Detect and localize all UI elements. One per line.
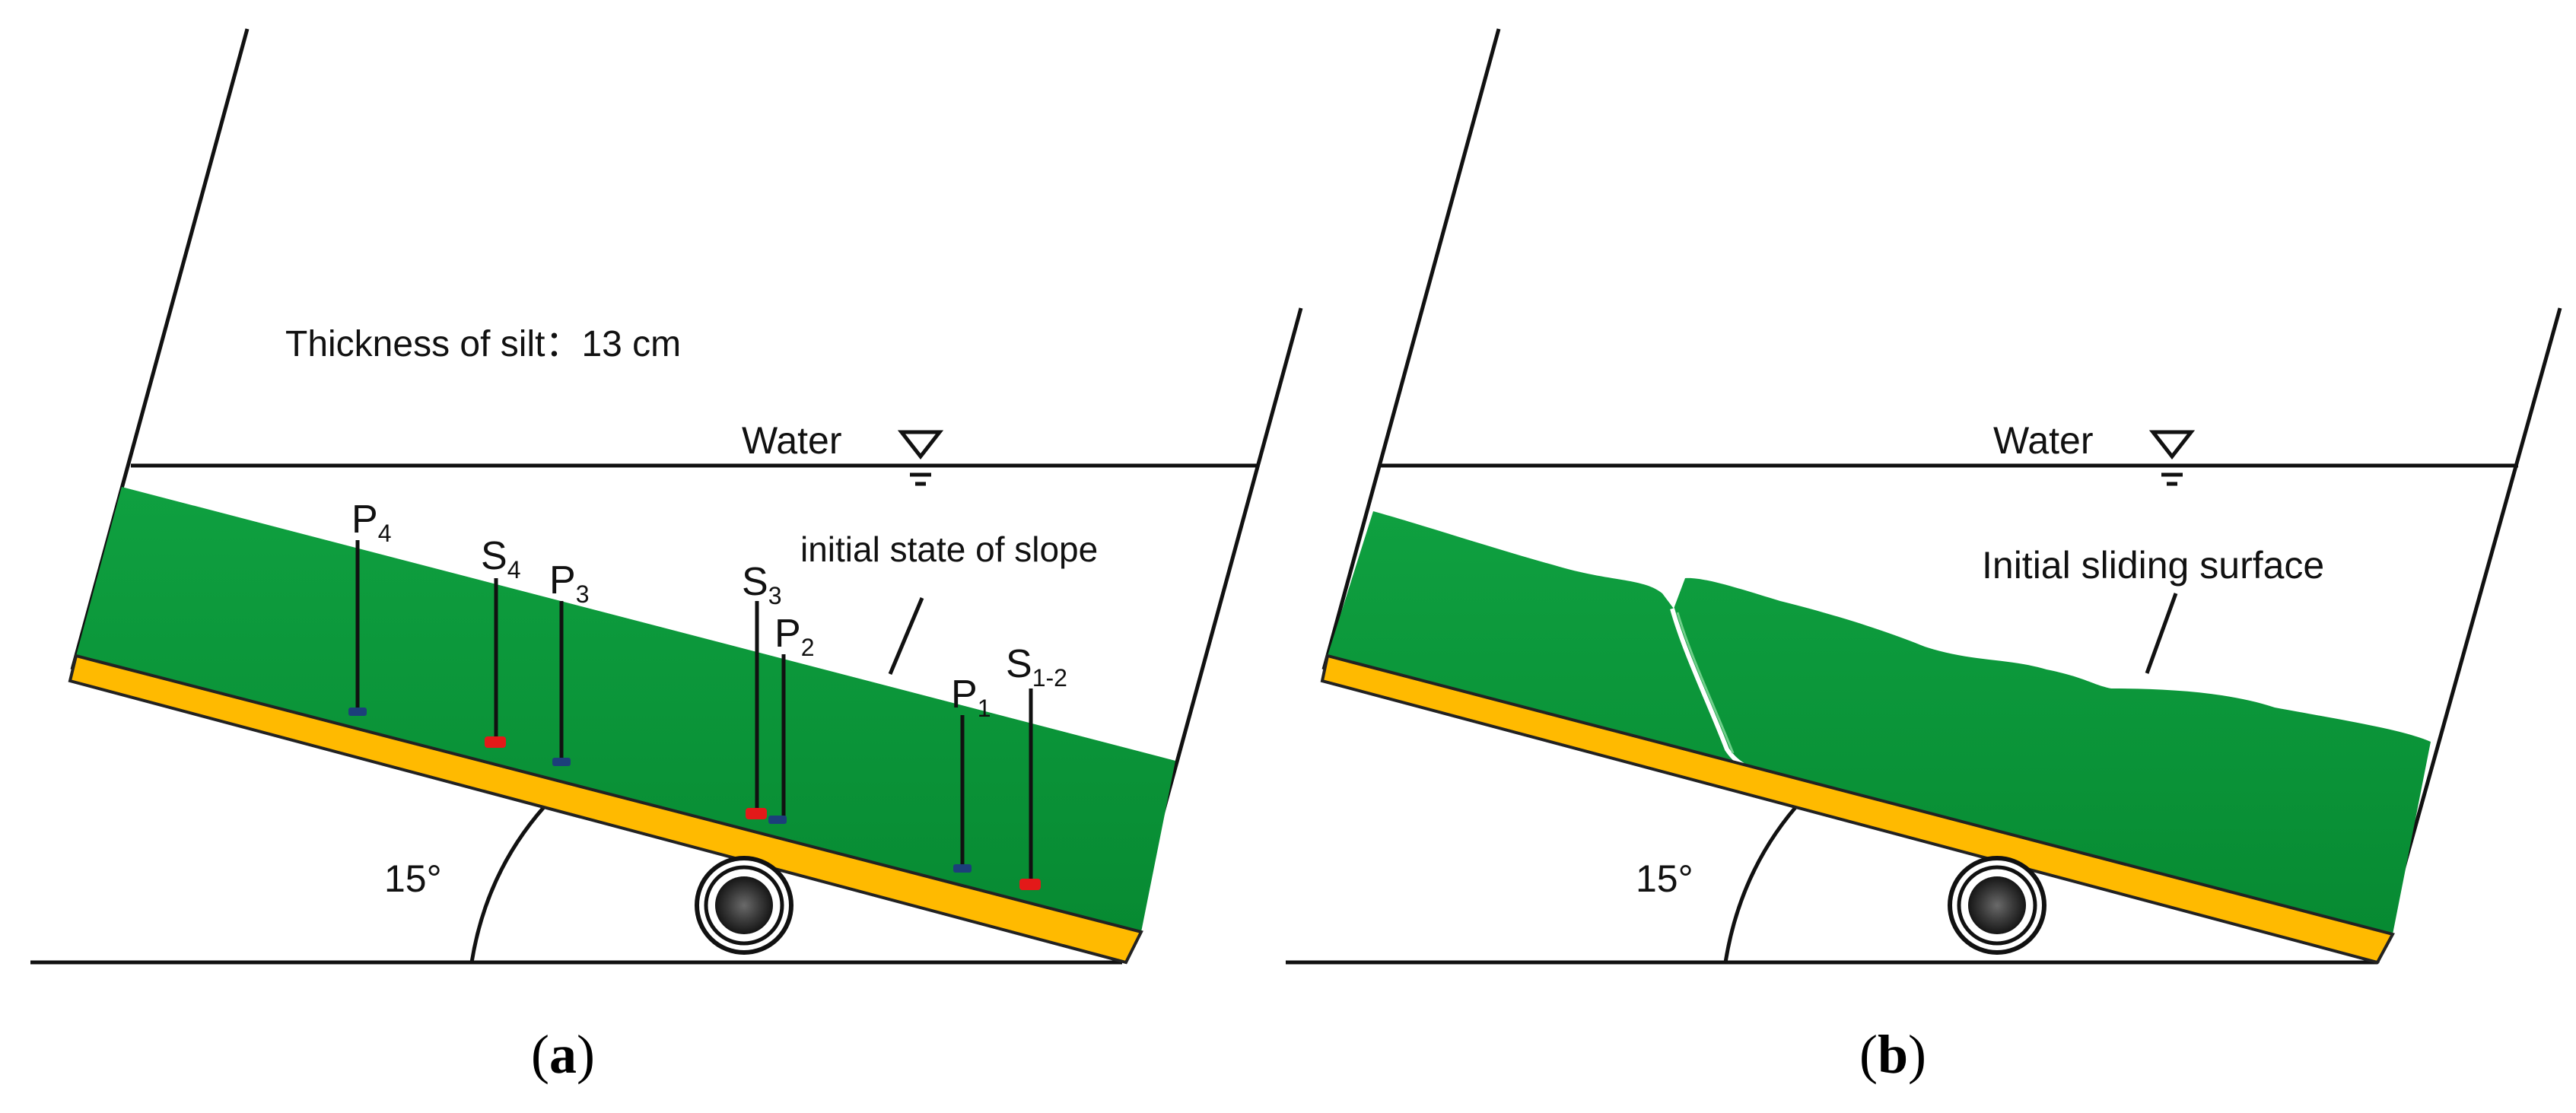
roller-wheel-icon-b [1948, 856, 2046, 955]
angle-label-a: 15° [384, 857, 442, 900]
water-label-b: Water [1993, 419, 2094, 462]
surface-label-leader [2145, 593, 2178, 674]
roller-wheel-icon [695, 856, 793, 955]
sensor-label-s4: S4 [481, 534, 520, 584]
sensor-s3 [746, 601, 767, 819]
angle-label-b: 15° [1636, 857, 1693, 900]
caption-a: (a) [531, 1024, 595, 1085]
slope-state-label: initial state of slope [800, 529, 1098, 569]
base-plate-b [1320, 653, 2395, 965]
water-level-triangle-icon-b [2148, 430, 2196, 486]
soil-layer-b [1328, 511, 2431, 934]
panel-a: P4 S4 P3 S3 P2 P1 S1-2 Thickness of silt… [30, 28, 1303, 1085]
sensor-label-s3: S3 [742, 560, 781, 609]
panel-b: Water Initial sliding surface 15° (b) [1286, 28, 2562, 1085]
sensor-label-p1: P1 [951, 673, 991, 722]
tank-left-wall-b [1321, 28, 1501, 670]
slide-crack-edge [1676, 612, 1735, 754]
sensor-label-p4: P4 [351, 498, 391, 547]
sensor-p3 [552, 601, 571, 766]
slope-label-leader [888, 597, 924, 675]
soil-layer-a [76, 487, 1175, 932]
sensor-s4 [485, 578, 506, 748]
thickness-label: Thickness of silt：13 cm [285, 324, 681, 364]
sensor-label-p2: P2 [774, 612, 814, 661]
angle-arc-b [1723, 797, 1805, 963]
angle-arc-a [469, 797, 553, 963]
sensor-label-s1-2: S1-2 [1006, 642, 1067, 692]
sensor-p2 [768, 654, 787, 824]
caption-b: (b) [1859, 1024, 1926, 1085]
water-level-triangle-icon [897, 430, 944, 486]
sensor-s1-2 [1019, 688, 1041, 890]
water-label-a: Water [742, 419, 842, 462]
sensor-p1 [953, 715, 972, 873]
base-plate-a [68, 653, 1143, 965]
sensor-p4 [348, 540, 367, 716]
sensor-label-p3: P3 [549, 558, 589, 608]
sliding-surface-label: Initial sliding surface [1982, 544, 2324, 587]
